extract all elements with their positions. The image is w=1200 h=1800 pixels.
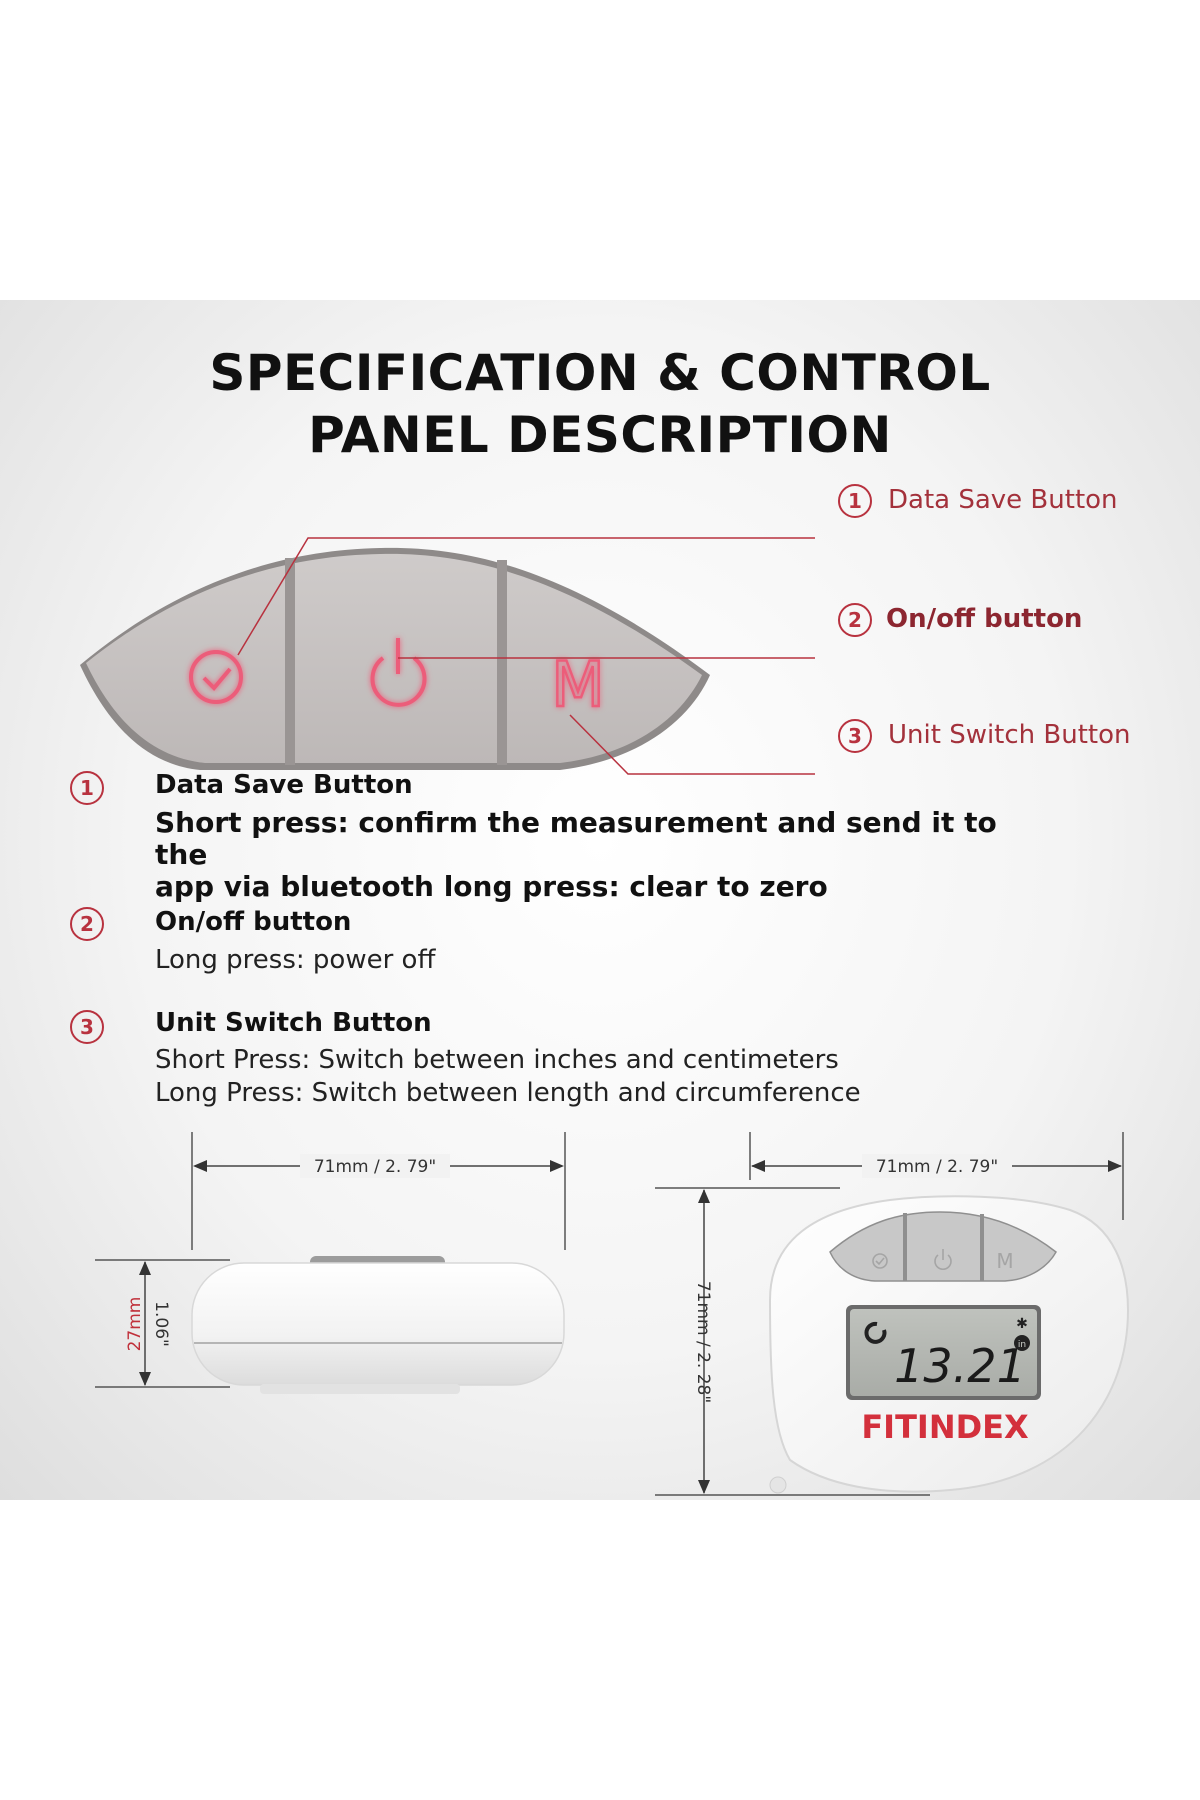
power-icon — [370, 638, 427, 707]
check-circle-icon — [189, 650, 243, 704]
front-power-icon — [934, 1249, 952, 1270]
desc-body-1: Short press: confirm the measurement and… — [155, 807, 1055, 903]
desc-number-2: 2 — [70, 907, 104, 941]
desc-heading-2: On/off button — [155, 907, 352, 937]
front-view-diagram: 71mm / 2. 79" 71mm / 2. 28" M ✱ in 13.21… — [655, 1132, 1130, 1496]
callout-label-2: On/off button — [886, 604, 1083, 634]
title-line-1: SPECIFICATION & CONTROL — [209, 344, 991, 402]
panel-divider-2 — [497, 560, 507, 765]
callout-number-3: 3 — [838, 719, 872, 753]
front-height-arrow-top — [698, 1189, 710, 1203]
panel-divider-1 — [285, 558, 295, 765]
desc-heading-1: Data Save Button — [155, 770, 413, 800]
side-device-body — [191, 1262, 565, 1386]
front-divider-1 — [903, 1213, 907, 1281]
side-width-arrow-right — [550, 1160, 564, 1172]
desc-1-line-1: Short press: confirm the measurement and… — [155, 806, 997, 871]
page-title: SPECIFICATION & CONTROL PANEL DESCRIPTIO… — [0, 342, 1200, 466]
lcd-unit-text: in — [1018, 1340, 1026, 1350]
side-height-in-label: 1.06" — [151, 1301, 171, 1347]
side-bottom-foot — [260, 1384, 460, 1394]
desc-1-line-2: app via bluetooth long press: clear to z… — [155, 870, 828, 903]
front-width-arrow-right — [1108, 1160, 1122, 1172]
front-height-arrow-bottom — [698, 1480, 710, 1494]
side-width-label: 71mm / 2. 79" — [314, 1157, 436, 1177]
brand-logo: FITINDEX — [861, 1408, 1029, 1446]
callout-number-1: 1 — [838, 484, 872, 518]
lcd-reading: 13.21 — [894, 1339, 1026, 1393]
front-height-label: 71mm / 2. 28" — [693, 1281, 713, 1403]
tape-tab — [769, 1476, 787, 1494]
side-width-arrow-left — [193, 1160, 207, 1172]
leader-line-1 — [237, 537, 815, 656]
front-divider-2 — [980, 1214, 984, 1281]
side-height-arrow-top — [139, 1261, 151, 1275]
desc-3-body: Short Press: Switch between inches and c… — [155, 1044, 861, 1110]
desc-3-line-1: Short Press: Switch between inches and c… — [155, 1045, 839, 1075]
desc-3-line-2: Long Press: Switch between length and ci… — [155, 1078, 861, 1108]
control-panel-diagram: M — [80, 537, 815, 775]
title-line-2: PANEL DESCRIPTION — [308, 406, 892, 464]
front-check-icon — [872, 1253, 888, 1269]
callout-label-1: Data Save Button — [888, 485, 1118, 515]
side-height-arrow-bottom — [139, 1372, 151, 1386]
front-width-label-bg — [862, 1154, 1012, 1178]
lcd-refresh-icon — [864, 1321, 887, 1344]
callout-label-3: Unit Switch Button — [888, 720, 1131, 750]
desc-number-1: 1 — [70, 771, 104, 805]
front-m-glyph: M — [996, 1249, 1013, 1273]
front-width-arrow-left — [751, 1160, 765, 1172]
side-width-label-bg — [300, 1154, 450, 1178]
leader-line-3 — [569, 714, 815, 775]
lcd-bluetooth-icon: ✱ — [1016, 1316, 1028, 1332]
side-height-mm-label: 27mm — [125, 1297, 145, 1352]
front-width-label: 71mm / 2. 79" — [876, 1157, 998, 1177]
side-view-diagram: 71mm / 2. 79" 27mm 1.06" — [95, 1132, 566, 1394]
spec-panel: SPECIFICATION & CONTROL PANEL DESCRIPTIO… — [0, 300, 1200, 1500]
panel-body — [86, 553, 702, 763]
m-glyph: M — [551, 648, 605, 721]
desc-heading-3: Unit Switch Button — [155, 1008, 432, 1038]
lcd-screen — [850, 1309, 1037, 1396]
lcd-unit-badge — [1014, 1335, 1030, 1351]
desc-2-line-1: Long press: power off — [155, 945, 436, 975]
callout-number-2: 2 — [838, 603, 872, 637]
desc-number-3: 3 — [70, 1010, 104, 1044]
